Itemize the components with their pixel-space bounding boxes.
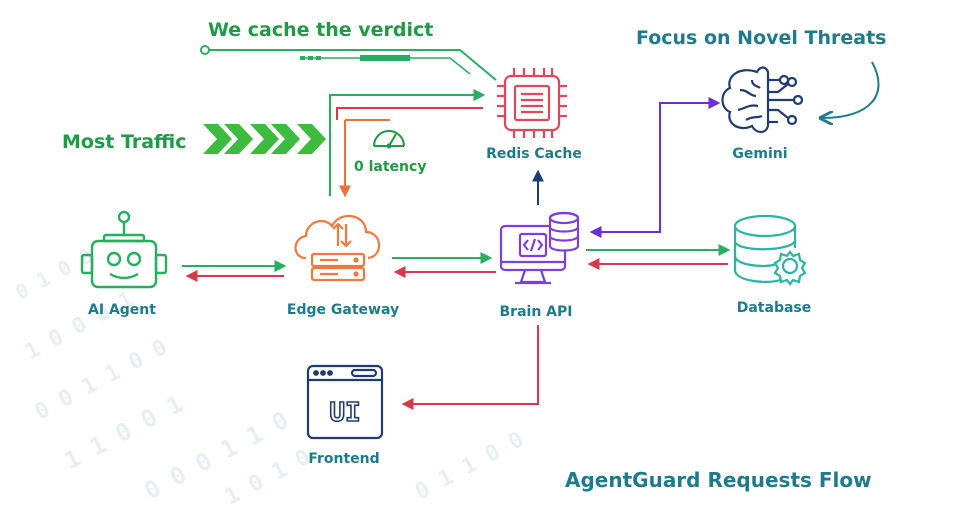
cache-verdict-text: We cache the verdict bbox=[208, 19, 433, 41]
brain-gemini-connection bbox=[589, 97, 721, 238]
latency-annotation: 0 latency bbox=[354, 130, 426, 175]
ai-brain-icon bbox=[721, 66, 804, 134]
most-traffic-text: Most Traffic bbox=[62, 131, 186, 153]
gemini-label: Gemini bbox=[732, 146, 787, 162]
diagram-title: AgentGuard Requests Flow bbox=[565, 468, 872, 492]
gemini-node: Gemini bbox=[721, 66, 804, 162]
database-gear-icon bbox=[733, 214, 807, 286]
gateway-redis-connections bbox=[329, 89, 486, 198]
ai-agent-node: AI Agent bbox=[80, 210, 168, 318]
agent-gateway-connections bbox=[182, 260, 287, 282]
gateway-brain-connections bbox=[392, 252, 496, 278]
database-label: Database bbox=[737, 300, 812, 316]
redis-cache-node: Redis Cache bbox=[486, 68, 582, 162]
novel-threats-annotation: Focus on Novel Threats bbox=[636, 27, 886, 118]
brain-api-node: Brain API bbox=[499, 211, 580, 320]
ai-agent-label: AI Agent bbox=[88, 302, 156, 318]
browser-window-icon bbox=[306, 364, 384, 440]
frontend-node: UI Frontend bbox=[306, 364, 384, 467]
brain-api-label: Brain API bbox=[500, 304, 573, 320]
edge-gateway-node: Edge Gateway bbox=[287, 215, 399, 318]
frontend-label: Frontend bbox=[308, 451, 379, 467]
speedometer-icon bbox=[373, 130, 405, 149]
monitor-code-database-icon bbox=[499, 211, 580, 285]
chevron-arrows-icon bbox=[203, 124, 326, 154]
brain-frontend-connection bbox=[401, 325, 539, 410]
latency-text: 0 latency bbox=[354, 159, 426, 175]
binary-background: 0 1 0 0 1 0 0 0 1 0 0 1 1 0 0 1 1 0 0 1 … bbox=[11, 244, 528, 510]
cpu-chip-icon bbox=[497, 68, 567, 138]
binary-row: 0 1 1 0 0 bbox=[411, 427, 528, 505]
robot-icon bbox=[80, 210, 168, 289]
brain-database-connections bbox=[586, 244, 731, 270]
redis-cache-label: Redis Cache bbox=[486, 146, 582, 162]
cloud-server-icon bbox=[294, 215, 381, 282]
cache-verdict-annotation: We cache the verdict bbox=[200, 19, 497, 81]
edge-gateway-label: Edge Gateway bbox=[287, 302, 399, 318]
ui-screen-text: UI bbox=[329, 398, 360, 428]
binary-row: 1 0 0 0 1 bbox=[21, 287, 138, 365]
most-traffic-annotation: Most Traffic bbox=[62, 124, 326, 154]
curved-arrow bbox=[822, 61, 880, 118]
novel-threats-text: Focus on Novel Threats bbox=[636, 27, 886, 49]
database-node: Database bbox=[733, 214, 812, 316]
